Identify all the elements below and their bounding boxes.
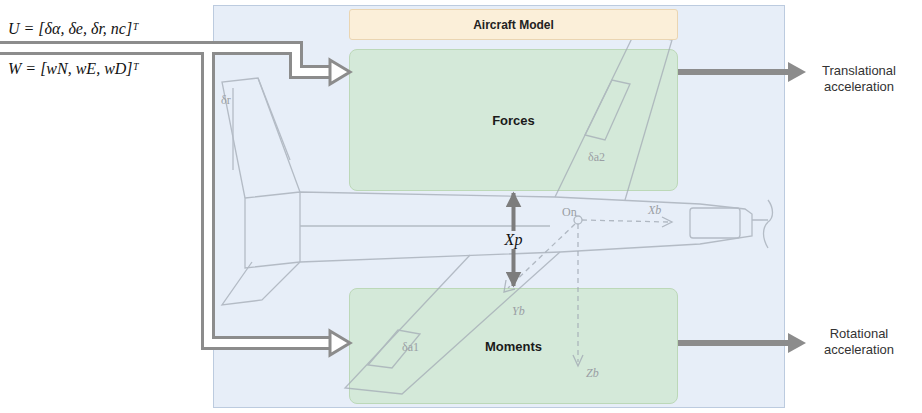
model-panel: Aircraft ModelForcesMoments [213,5,785,408]
title-band: Aircraft Model [349,9,678,40]
surface-label: δa1 [402,340,419,355]
forces-box: Forces [349,49,678,191]
surface-label: δr [221,93,231,108]
axis-label: Yb [512,304,525,319]
edge-label: Xp [502,231,526,249]
axis-label: Zb [586,366,599,381]
input-vector: U = [δα, δe, δr, nc]ᵀ [8,20,138,38]
aircraft-outline [222,32,773,394]
box-title: Forces [492,113,535,128]
box-title: Moments [485,339,542,354]
axis-label: On [562,205,577,220]
output-arrows [678,62,806,353]
output-label: Translational acceleration [800,63,918,96]
body-axes [504,216,672,366]
surface-label: δa2 [588,150,605,165]
axis-label: Xb [648,203,661,218]
wind-vector: W = [wN, wE, wD]ᵀ [8,60,139,78]
output-label: Rotational acceleration [800,326,918,359]
input-arrows [0,48,350,355]
